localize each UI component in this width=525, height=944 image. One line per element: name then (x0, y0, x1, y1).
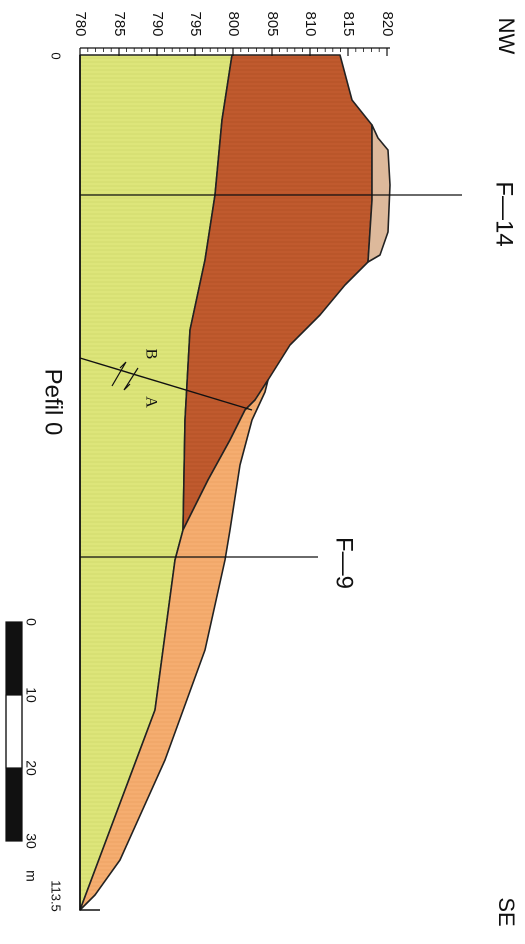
scale-unit-label: m (23, 870, 39, 882)
cap-unit (367, 124, 391, 263)
scale-bar-frame (5, 621, 23, 842)
scale-segment-1 (6, 622, 22, 695)
elevation-tick-label: 805 (264, 11, 281, 36)
fault-arrow-b (111, 361, 127, 387)
scale-bar: 0 10 20 30 m (5, 618, 39, 882)
fault: B A (79, 349, 253, 411)
scale-tick-label: 10 (23, 687, 39, 703)
cross-section (79, 54, 391, 911)
fault-block-a-label: A (142, 396, 159, 408)
elevation-tick-label: 810 (302, 11, 319, 36)
elevation-axis: 780 785 790 795 800 805 810 815 820 (72, 11, 396, 56)
borehole-f9-label: F—9 (331, 537, 358, 589)
scale-tick-label: 30 (23, 833, 39, 849)
borehole-f9: F—9 (80, 537, 358, 589)
elevation-tick-label: 790 (149, 11, 166, 36)
profile-label: Pefil 0 (40, 369, 67, 436)
se-label: SE (494, 897, 519, 926)
orange-unit (79, 379, 269, 911)
elevation-tick-label: 820 (379, 11, 396, 36)
fault-arrow-a (123, 367, 139, 391)
elevation-tick-label: 800 (225, 11, 242, 36)
scale-tick-label: 0 (23, 618, 39, 626)
scale-tick-label: 20 (23, 760, 39, 776)
fault-line (79, 357, 253, 411)
distance-start-label: 0 (49, 52, 64, 59)
fault-block-b-label: B (142, 349, 159, 360)
elevation-tick-label: 780 (72, 11, 89, 36)
borehole-f14: F—14 (80, 181, 518, 247)
distance-end-label: 113.5 (49, 880, 64, 912)
scale-segment-3 (6, 768, 22, 841)
elevation-tick-label: 785 (111, 11, 128, 36)
distance-axis: 0 113.5 (49, 52, 100, 912)
borehole-f14-label: F—14 (491, 181, 518, 246)
elevation-tick-label: 815 (340, 11, 357, 36)
nw-label: NW (494, 18, 519, 55)
scale-segment-2 (5, 694, 23, 769)
elevation-tick-label: 795 (187, 11, 204, 36)
